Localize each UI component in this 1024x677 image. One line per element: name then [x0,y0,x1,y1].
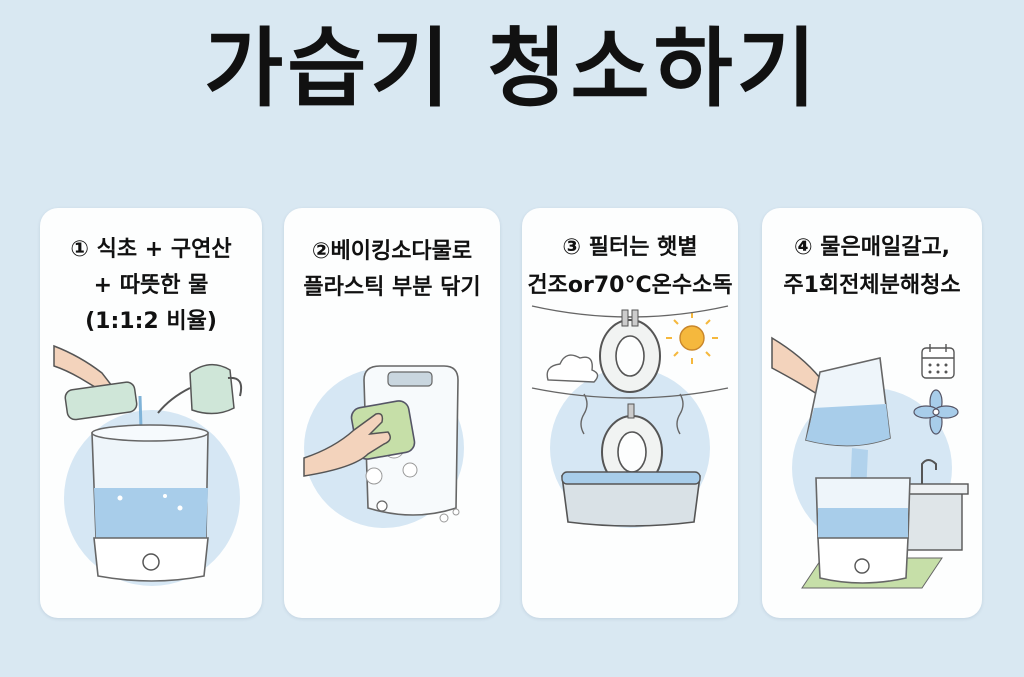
page-title: 가습기 청소하기 [204,19,820,119]
calendar-icon [921,344,955,379]
step-card-2: ②베이킹소다물로 플라스틱 부분 닦기 [284,208,500,618]
step-1-line-3: (1:1:2 비율) [85,309,217,334]
step-card-4: ④ 물은매일갈고, 주1회전체분해청소 [762,208,982,618]
step-2-line-2: 플라스틱 부분 닦기 [303,275,481,300]
water-change-illustration [771,336,969,589]
humidifier-vinegar-illustration [53,344,243,586]
fan-icon [913,389,959,435]
step-4-line-2: 주1회전체분해청소 [783,273,961,298]
step-1-line-1: ① 식초 + 구연산 [70,237,232,262]
step-1-line-2: + 따뜻한 물 [93,273,209,298]
filter-drying-illustration [531,305,729,528]
step-card-3: ③ 필터는 햇볕 건조or70°C온수소독 [522,208,738,618]
step-2-line-1: ②베이킹소다물로 [311,239,473,264]
step-3-line-2: 건조or70°C온수소독 [527,273,733,298]
step-card-1: ① 식초 + 구연산 + 따뜻한 물 (1:1:2 비율) [40,208,262,618]
baking-soda-wipe-illustration [303,365,464,528]
step-3-line-1: ③ 필터는 햇볕 [562,235,698,260]
step-4-line-1: ④ 물은매일갈고, [793,235,951,260]
